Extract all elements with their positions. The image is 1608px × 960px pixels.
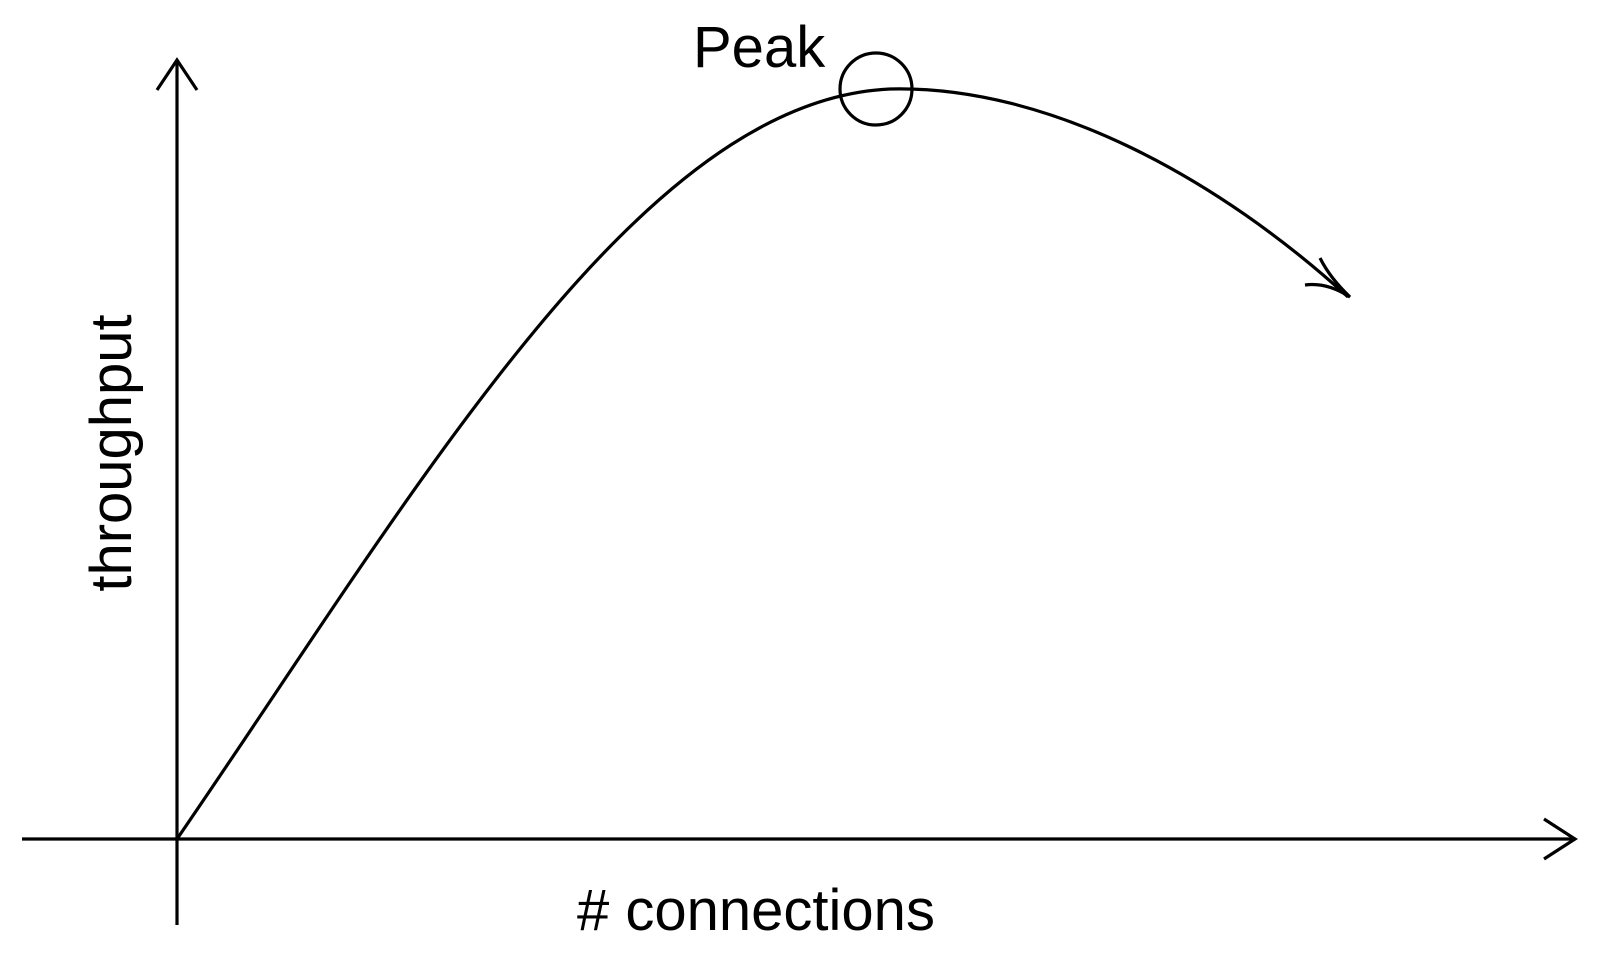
peak-label: Peak — [693, 15, 826, 80]
curve-arrowhead — [1304, 257, 1352, 299]
throughput-curve — [175, 87, 1352, 840]
x-axis — [22, 817, 1578, 861]
curve-line — [175, 87, 1350, 840]
y-axis-arrowhead — [155, 57, 199, 91]
x-axis-arrowhead — [1543, 817, 1578, 861]
y-axis-label: throughput — [79, 314, 144, 591]
x-axis-label: # connections — [577, 878, 935, 943]
peak-circle — [838, 51, 914, 127]
y-axis — [155, 57, 199, 925]
peak-marker — [838, 51, 914, 127]
